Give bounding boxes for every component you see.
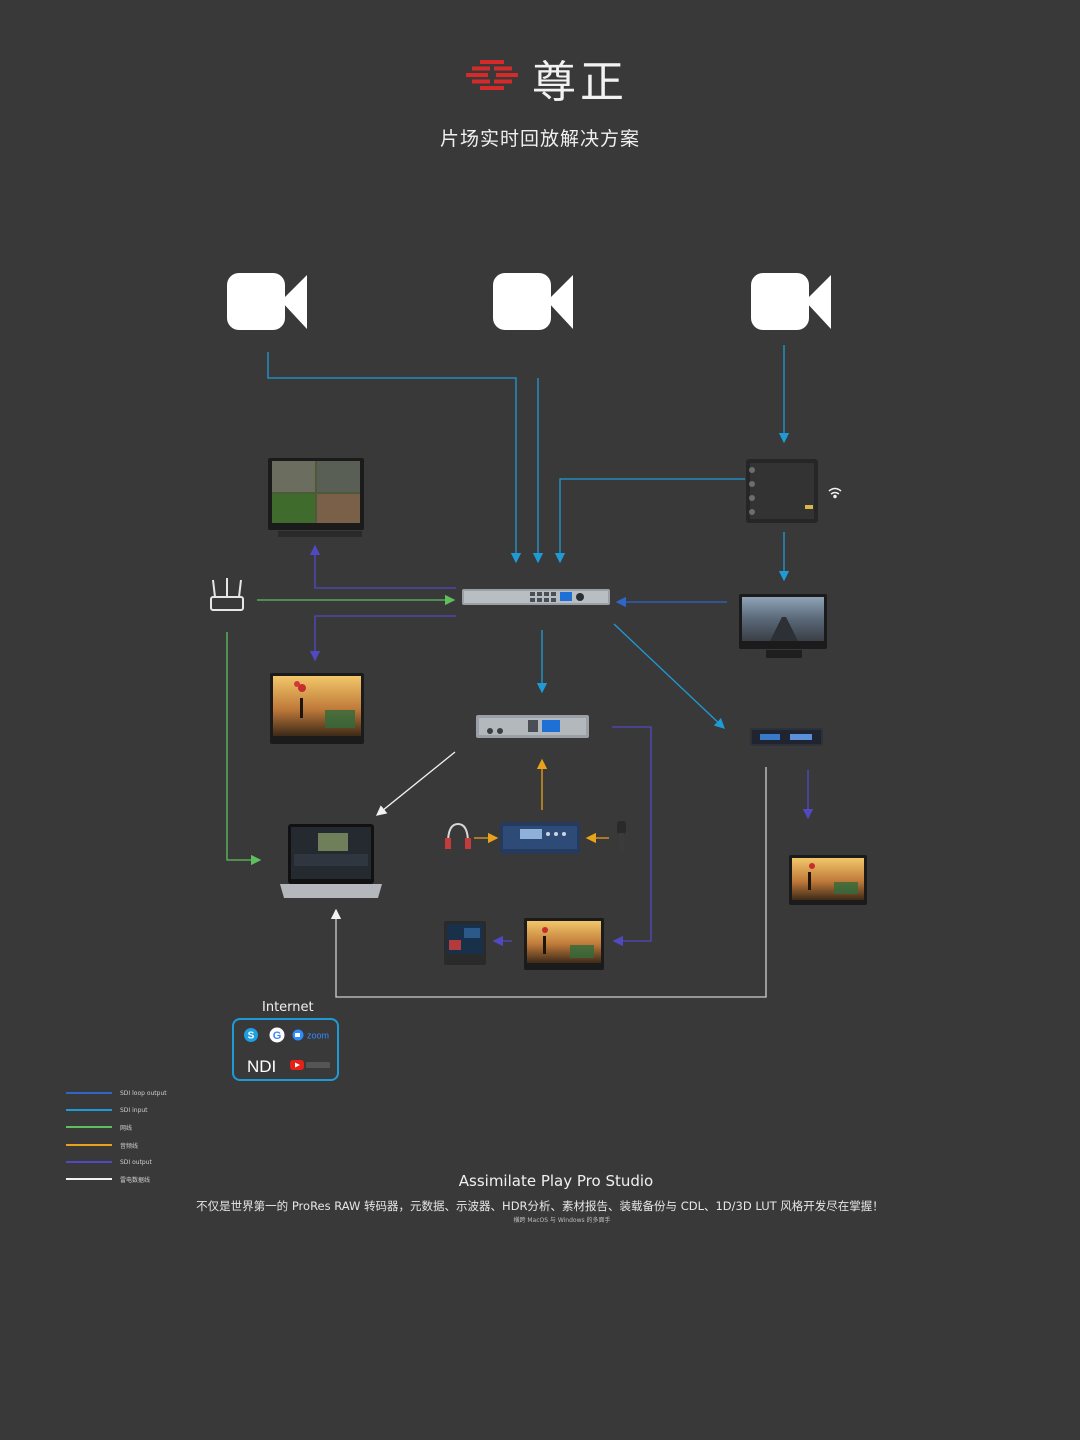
router-icon [211, 578, 243, 610]
client-monitor [789, 855, 867, 905]
legend-item: SDI loop output [66, 1086, 167, 1100]
legend-item: 网线 [66, 1120, 132, 1134]
grading-monitor [270, 673, 364, 744]
internet-label: Internet [262, 1000, 314, 1015]
audio-recorder [500, 822, 580, 854]
wireless-receiver [746, 459, 818, 523]
footer-note: 横跨 MacOS 与 Windows 的多面手 [0, 1215, 1080, 1224]
legend-label: SDI output [120, 1159, 152, 1166]
svg-text:S: S [248, 1031, 255, 1042]
legend-swatch [66, 1109, 112, 1111]
youtube-icon [290, 1060, 330, 1070]
legend-item: 音频线 [66, 1138, 138, 1152]
camera-icon [493, 273, 573, 330]
zoom-icon [293, 1030, 304, 1041]
ndi-text: NDI [247, 1057, 276, 1076]
legend-item: SDI input [66, 1103, 148, 1117]
legend-swatch [66, 1126, 112, 1128]
skype-icon: S [244, 1028, 258, 1042]
legend-swatch [66, 1092, 112, 1094]
video-switcher [462, 589, 610, 605]
google-icon: G [270, 1028, 285, 1043]
on-set-monitor [524, 918, 604, 970]
microphone-icon [617, 821, 626, 851]
legend-label: 音频线 [120, 1141, 138, 1150]
legend-label: SDI loop output [120, 1090, 167, 1097]
legend-label: SDI input [120, 1107, 148, 1114]
svg-text:G: G [273, 1030, 282, 1042]
internet-services-box: S G zoom NDI [232, 1018, 339, 1081]
headphones-icon [445, 824, 471, 849]
laptop-icon [280, 824, 382, 898]
waveform-scope [444, 921, 486, 965]
zoom-text: zoom [307, 1031, 329, 1041]
footer-title: Assimilate Play Pro Studio [0, 1172, 1080, 1190]
network-recorder [750, 728, 823, 746]
legend-item: SDI output [66, 1155, 152, 1169]
converter-box [476, 715, 589, 738]
wifi-icon [829, 489, 841, 498]
reference-monitor-road [739, 594, 827, 658]
legend-label: 网线 [120, 1123, 132, 1132]
camera-icon [227, 273, 307, 330]
multiview-monitor [268, 458, 364, 537]
camera-icon [751, 273, 831, 330]
legend-swatch [66, 1144, 112, 1146]
footer-description: 不仅是世界第一的 ProRes RAW 转码器，元数据、示波器、HDR分析、素材… [0, 1198, 1080, 1214]
legend-swatch [66, 1161, 112, 1163]
